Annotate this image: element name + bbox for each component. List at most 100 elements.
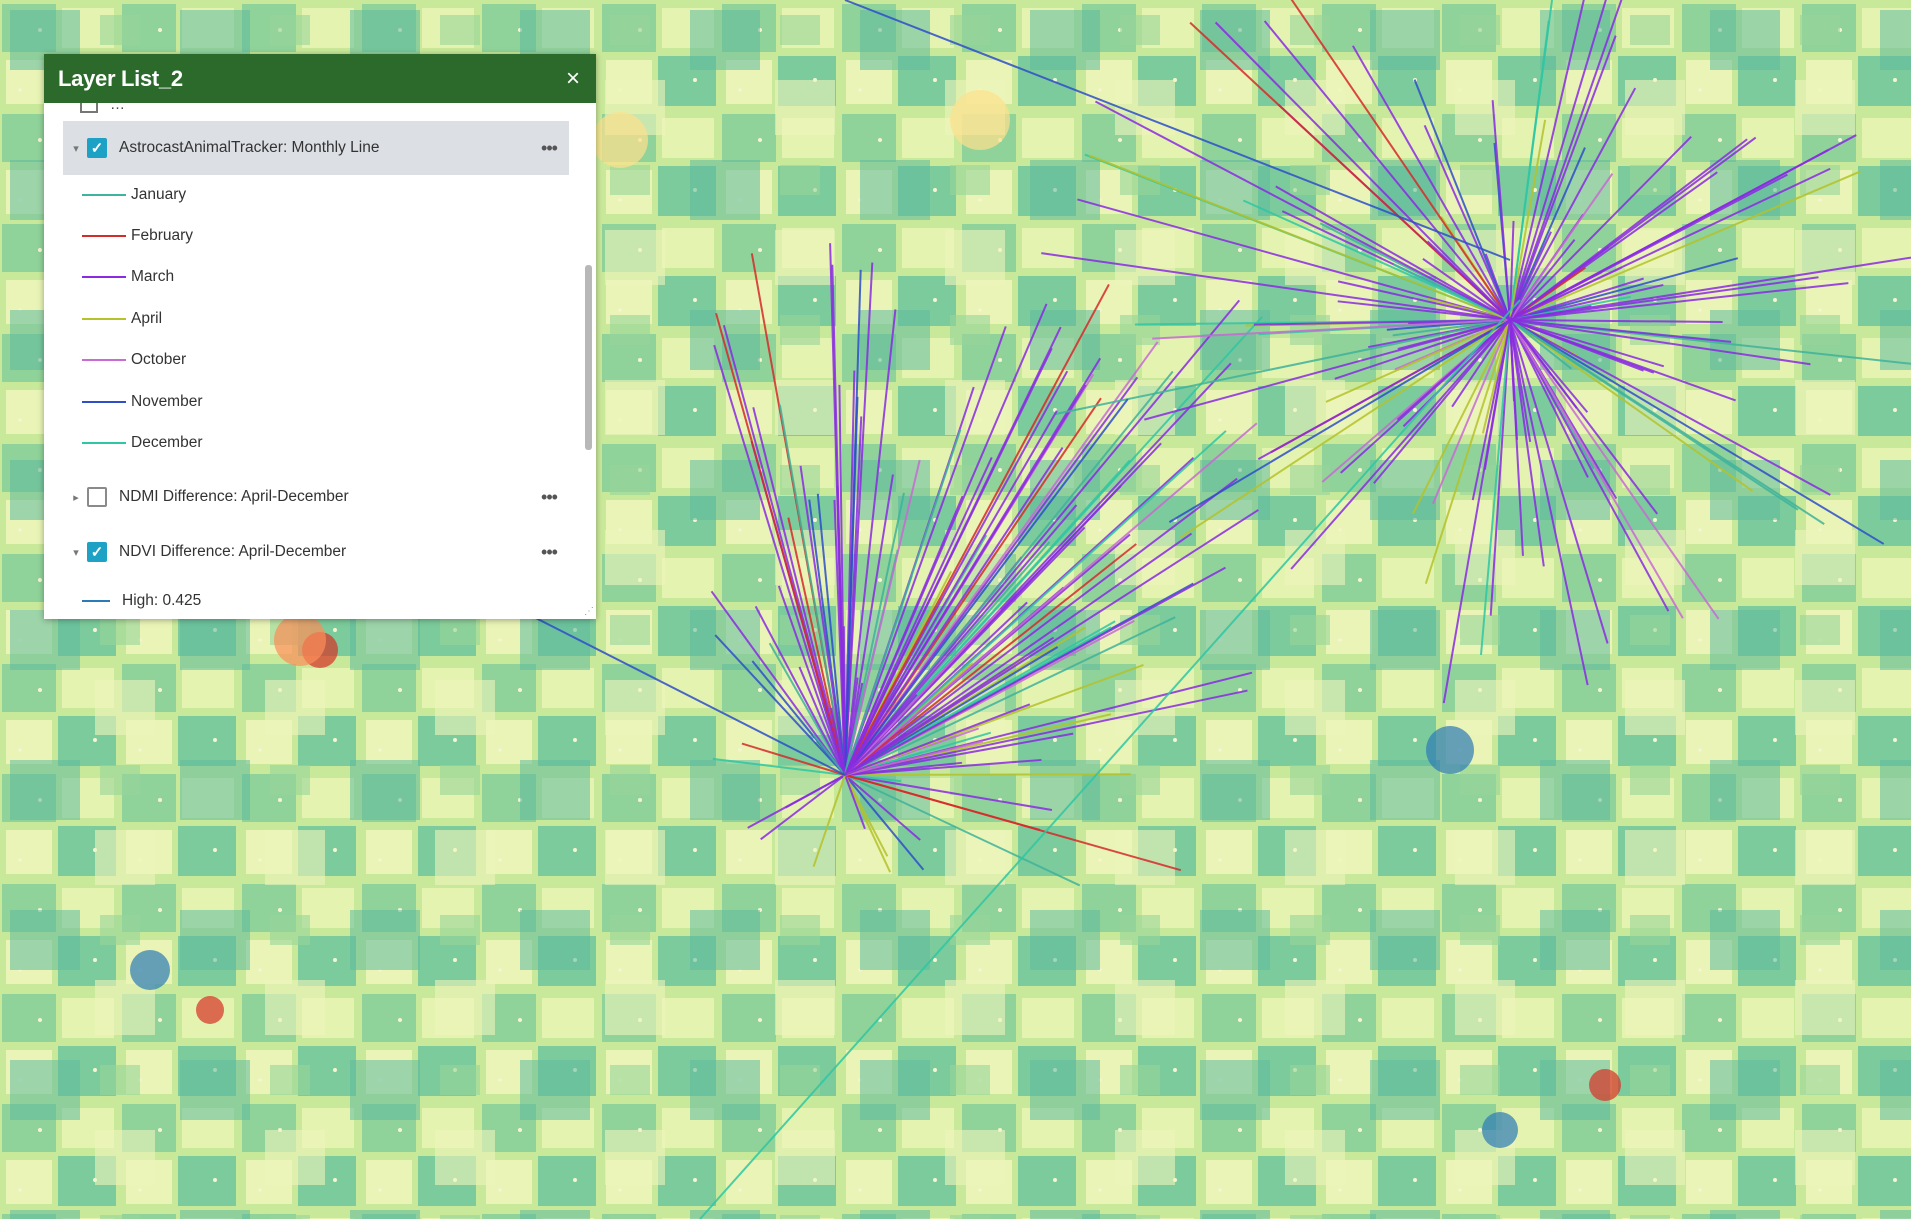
track-line bbox=[1402, 319, 1511, 428]
track-line bbox=[1509, 277, 1644, 321]
track-line bbox=[844, 429, 962, 776]
resize-grip-icon[interactable]: ⋰ bbox=[584, 606, 594, 617]
track-line bbox=[1337, 280, 1511, 321]
scrollbar-thumb[interactable] bbox=[585, 265, 592, 450]
track-line bbox=[1509, 319, 1589, 413]
legend-item-january: January bbox=[82, 183, 186, 207]
more-options-icon[interactable]: ••• bbox=[541, 541, 558, 562]
legend-label: December bbox=[131, 434, 203, 451]
track-line bbox=[844, 0, 1511, 261]
track-line bbox=[799, 465, 846, 776]
track-line bbox=[1509, 319, 1754, 492]
legend-label: March bbox=[131, 268, 175, 285]
track-line bbox=[1509, 319, 1720, 620]
ndvi-hotspot bbox=[274, 614, 326, 666]
track-line bbox=[844, 422, 1258, 776]
track-line bbox=[844, 774, 902, 783]
clipped-layer-row[interactable]: … bbox=[80, 103, 520, 115]
layer-label: NDMI Difference: April-December bbox=[119, 488, 349, 505]
legend-item-march: March bbox=[82, 265, 174, 289]
track-line bbox=[844, 774, 1053, 812]
track-line bbox=[1325, 319, 1511, 403]
track-line bbox=[844, 774, 1041, 831]
track-line bbox=[844, 384, 1087, 776]
track-line bbox=[1144, 319, 1511, 421]
track-line bbox=[1275, 185, 1511, 321]
track-line bbox=[844, 774, 925, 871]
track-line bbox=[844, 457, 993, 776]
track-line bbox=[1509, 319, 1665, 368]
checkbox[interactable] bbox=[80, 103, 98, 113]
track-line bbox=[1509, 319, 1572, 370]
track-line bbox=[844, 703, 1031, 776]
legend-line-icon bbox=[82, 194, 126, 196]
legend-label: November bbox=[131, 393, 203, 410]
legend-line-icon bbox=[82, 318, 126, 320]
track-line bbox=[1509, 173, 1614, 321]
track-line bbox=[844, 309, 897, 776]
track-line bbox=[844, 347, 1053, 776]
layer-label: NDVI Difference: April-December bbox=[119, 543, 347, 560]
animal-tracks-layer bbox=[519, 0, 1911, 1219]
track-line bbox=[1509, 0, 1607, 321]
layer-row-ndvi[interactable]: ▾ ✓ NDVI Difference: April-December ••• bbox=[63, 525, 569, 579]
layer-row-ndmi[interactable]: ▸ NDMI Difference: April-December ••• bbox=[63, 470, 569, 524]
more-options-icon[interactable]: ••• bbox=[541, 486, 558, 507]
track-line bbox=[752, 407, 846, 776]
track-line bbox=[747, 774, 846, 829]
track-line bbox=[1263, 20, 1511, 321]
collapse-arrow-icon[interactable]: ▾ bbox=[73, 546, 79, 559]
layer-row-astrocast[interactable]: ▾ ✓ AstrocastAnimalTracker: Monthly Line… bbox=[63, 121, 569, 175]
track-line bbox=[844, 326, 1007, 776]
track-line bbox=[1509, 257, 1739, 321]
track-line bbox=[844, 283, 1110, 776]
track-line bbox=[1509, 167, 1831, 321]
track-line bbox=[1423, 125, 1511, 321]
track-line bbox=[844, 398, 1129, 776]
track-line bbox=[712, 757, 846, 776]
track-line bbox=[1422, 257, 1511, 321]
collapse-arrow-icon[interactable]: ▾ bbox=[73, 142, 79, 155]
more-options-icon[interactable]: ••• bbox=[541, 137, 558, 158]
track-line bbox=[1509, 319, 1799, 511]
layer-list-panel: Layer List_2 × … ▾ ✓ AstrocastAnimalTrac… bbox=[44, 54, 596, 619]
layer-checkbox-ndmi[interactable] bbox=[87, 487, 107, 507]
track-line bbox=[1509, 231, 1552, 321]
track-line bbox=[844, 774, 866, 830]
track-line bbox=[844, 410, 1058, 776]
close-icon[interactable]: × bbox=[565, 64, 580, 92]
track-line bbox=[1352, 45, 1511, 321]
track-line bbox=[844, 566, 1226, 776]
ndvi-hotspot bbox=[950, 90, 1010, 150]
track-line bbox=[1509, 246, 1609, 321]
track-line bbox=[844, 732, 1074, 776]
track-line bbox=[1054, 319, 1511, 416]
legend-item-april: April bbox=[82, 307, 162, 331]
legend-line-icon bbox=[82, 276, 126, 278]
track-line bbox=[777, 585, 846, 776]
layer-list-body[interactable]: … ▾ ✓ AstrocastAnimalTracker: Monthly Li… bbox=[44, 103, 596, 619]
track-line bbox=[1509, 319, 1578, 409]
track-line bbox=[1481, 319, 1511, 434]
track-line bbox=[844, 543, 1137, 776]
track-line bbox=[1424, 319, 1511, 584]
expand-arrow-icon[interactable]: ▸ bbox=[73, 491, 79, 504]
track-line bbox=[844, 774, 1081, 887]
track-line bbox=[844, 689, 1248, 776]
layer-checkbox-ndvi[interactable]: ✓ bbox=[87, 542, 107, 562]
track-line bbox=[844, 601, 1028, 776]
track-line bbox=[844, 509, 1259, 776]
legend-label: October bbox=[131, 351, 187, 368]
layer-checkbox-astrocast[interactable]: ✓ bbox=[87, 138, 107, 158]
track-line bbox=[1509, 319, 1723, 323]
ndvi-hotspot bbox=[196, 996, 224, 1024]
track-line bbox=[1509, 319, 1732, 343]
track-line bbox=[1337, 300, 1511, 321]
layer-label: AstrocastAnimalTracker: Monthly Line bbox=[119, 139, 380, 156]
track-line bbox=[844, 774, 889, 857]
legend-item-december: December bbox=[82, 431, 203, 455]
track-line bbox=[1509, 135, 1692, 321]
track-line bbox=[1509, 319, 1545, 567]
track-line bbox=[1509, 0, 1585, 321]
track-line bbox=[844, 299, 1241, 776]
